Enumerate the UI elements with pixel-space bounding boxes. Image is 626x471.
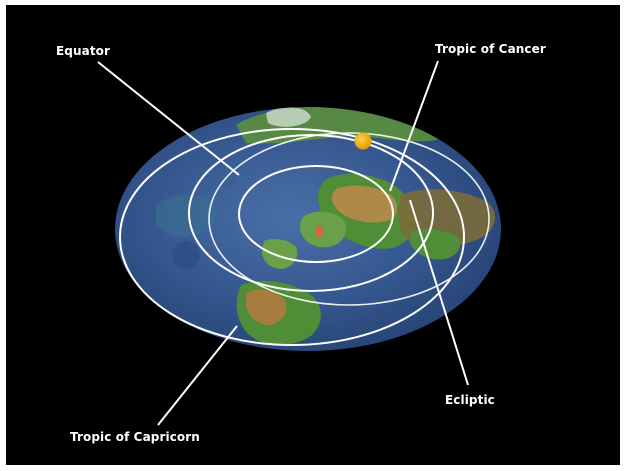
andes-land: [246, 289, 287, 326]
greenland-land: [266, 107, 311, 127]
landmasses: [156, 107, 495, 346]
ecliptic-leader: [409, 199, 469, 386]
leader-lines: [97, 60, 469, 426]
equator-label: Equator: [56, 44, 111, 58]
speckle: [214, 163, 238, 187]
earth-projection-diagram: [97, 60, 501, 426]
equator-circle: [188, 134, 434, 292]
mediterranean-land: [300, 211, 347, 248]
sahara-land: [331, 185, 397, 223]
diagram-panel: Equator Tropic of Cancer Ecliptic Tropic…: [6, 5, 620, 465]
tropic-of-capricorn-label: Tropic of Capricorn: [70, 430, 200, 444]
ecliptic-label: Ecliptic: [445, 393, 495, 407]
speckle: [172, 241, 200, 269]
sun-dot-icon: [354, 132, 372, 150]
center-feature: [315, 225, 323, 237]
tropic-of-capricorn-circle: [119, 128, 465, 346]
tropic-of-capricorn-leader: [157, 325, 238, 426]
circles: [119, 128, 490, 346]
east-land-green: [410, 229, 461, 260]
tropic-of-cancer-leader: [389, 60, 439, 192]
west-land: [156, 194, 216, 238]
tropic-of-cancer-label: Tropic of Cancer: [435, 42, 546, 56]
equator-leader: [97, 61, 240, 176]
ecliptic-circle: [208, 132, 490, 306]
central-land: [262, 239, 298, 269]
tropic-of-cancer-circle: [238, 165, 394, 263]
